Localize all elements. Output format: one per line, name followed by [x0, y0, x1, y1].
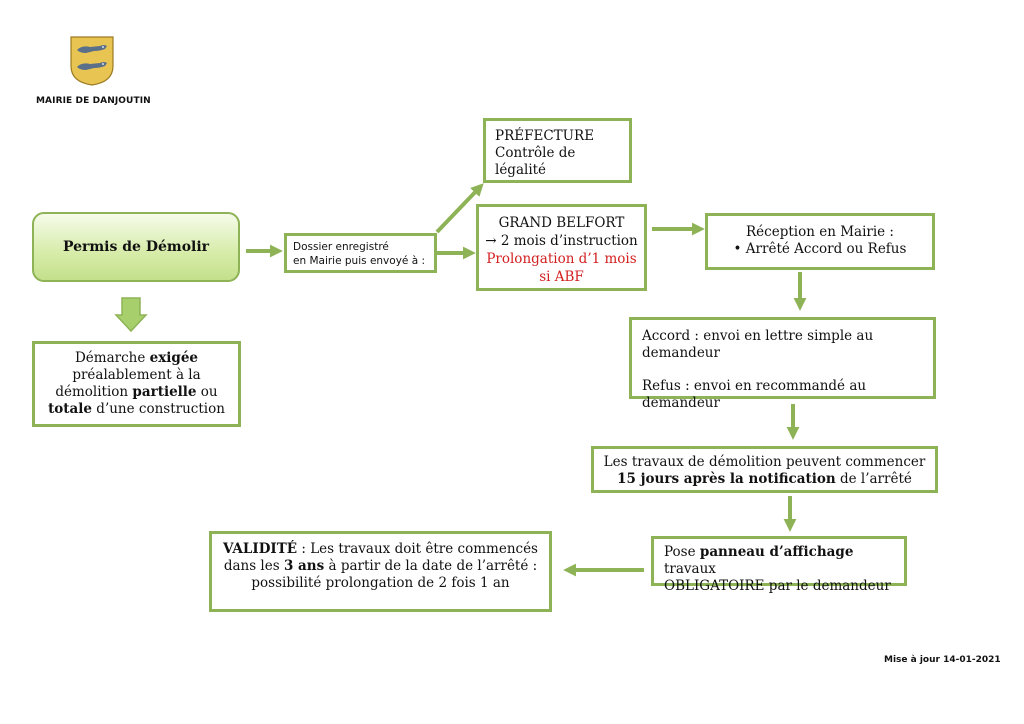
- travaux-text-arrete: de l’arrêté: [835, 471, 912, 487]
- grand-belfort-node: GRAND BELFORT → 2 mois d’instruction Pro…: [476, 204, 647, 291]
- grand-belfort-title: GRAND BELFORT: [498, 215, 625, 231]
- demarche-bold-partielle: partielle: [132, 384, 197, 400]
- arrow-dossier-to-prefecture: [435, 183, 484, 234]
- panneau-bold-affichage: panneau d’affichage: [699, 544, 854, 560]
- travaux-line-1: Les travaux de démolition peuvent commen…: [603, 454, 926, 470]
- panneau-line-1: Pose panneau d’affichage travaux: [664, 544, 894, 578]
- grand-belfort-delay: → 2 mois d’instruction: [485, 233, 638, 249]
- update-date: Mise à jour 14-01-2021: [884, 655, 1001, 665]
- reception-node: Réception en Mairie : • Arrêté Accord ou…: [705, 213, 935, 270]
- panneau-node: Pose panneau d’affichage travaux OBLIGAT…: [651, 536, 907, 594]
- panneau-line-2: OBLIGATOIRE par le demandeur: [664, 578, 891, 594]
- panneau-text-2: travaux: [664, 561, 716, 577]
- demarche-bold-exigee: exigée: [149, 350, 199, 366]
- validite-text: VALIDITÉ : Les travaux doit être commenc…: [220, 541, 541, 592]
- permis-label: Permis de Démolir: [62, 239, 210, 255]
- demarche-text-1: Démarche: [74, 350, 150, 366]
- validite-bold-duration: 3 ans: [283, 558, 325, 574]
- prefecture-subtitle: Contrôle de légalité: [495, 145, 576, 178]
- dossier-node: Dossier enregistré en Mairie puis envoyé…: [284, 233, 437, 273]
- validite-text-2: à partir de la date de l’arrêté : possib…: [251, 558, 538, 591]
- demarche-text: Démarche exigée préalablement à la démol…: [41, 350, 232, 418]
- block-arrow-down: [114, 297, 148, 333]
- reception-item: • Arrêté Accord ou Refus: [733, 241, 907, 257]
- travaux-bold-delay: 15 jours après la notification: [617, 471, 836, 487]
- demarche-bold-totale: totale: [48, 401, 93, 417]
- reception-title: Réception en Mairie :: [746, 224, 894, 240]
- demarche-text-2: préalablement à la démolition: [55, 367, 201, 400]
- danjoutin-coat-of-arms-logo: [70, 36, 114, 86]
- validite-text-1: : Les travaux doit être commencés dans l…: [223, 541, 538, 574]
- dossier-line-1: Dossier enregistré: [293, 241, 389, 253]
- validite-node: VALIDITÉ : Les travaux doit être commenc…: [209, 531, 552, 612]
- permis-de-demolir-node: Permis de Démolir: [32, 212, 240, 282]
- dossier-line-2: en Mairie puis envoyé à :: [293, 255, 426, 267]
- travaux-node: Les travaux de démolition peuvent commen…: [591, 446, 938, 493]
- refus-line: Refus : envoi en recommandé au demandeur: [642, 378, 867, 411]
- demarche-text-4: d’une construction: [92, 401, 225, 417]
- validite-bold-title: VALIDITÉ: [223, 541, 298, 557]
- accord-line: Accord : envoi en lettre simple au deman…: [642, 328, 874, 361]
- prefecture-title: PRÉFECTURE: [495, 128, 595, 144]
- demarche-text-3: ou: [196, 384, 218, 400]
- organization-name: MAIRIE DE DANJOUTIN: [36, 96, 151, 106]
- accord-refus-node: Accord : envoi en lettre simple au deman…: [629, 317, 936, 411]
- travaux-line-2: 15 jours après la notification de l’arrê…: [598, 471, 931, 488]
- panneau-text-1: Pose: [664, 544, 700, 560]
- demarche-node: Démarche exigée préalablement à la démol…: [32, 341, 241, 427]
- grand-belfort-extension-condition: si ABF: [539, 269, 584, 285]
- prefecture-node: PRÉFECTURE Contrôle de légalité: [483, 118, 632, 183]
- grand-belfort-extension: Prolongation d’1 mois: [486, 251, 637, 267]
